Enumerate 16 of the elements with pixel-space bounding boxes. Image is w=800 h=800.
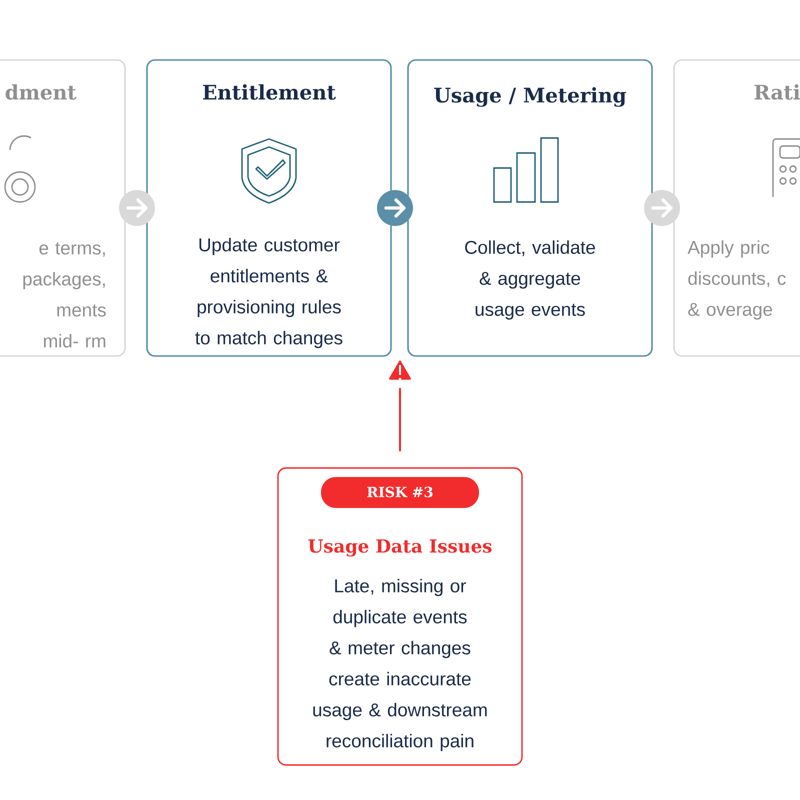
step-heading: Usage / Metering <box>434 87 626 107</box>
arrow-circle <box>644 190 680 226</box>
warning-icon <box>389 360 411 380</box>
step-description: Collect, validate & aggregate usage events <box>465 240 595 320</box>
step-heading: Rati <box>754 84 800 100</box>
step-description: Late, missing or duplicate events & meter changes create inaccurate usage & downstream reconciliation pain <box>313 578 487 752</box>
step-description: Apply pric discounts, c & overage <box>688 240 786 320</box>
arrow-circle <box>377 190 413 226</box>
risk-heading: Usage Data Issues <box>308 539 492 557</box>
arrow-circle <box>119 190 155 226</box>
risk-badge: RISK #3 <box>321 477 479 508</box>
step-description: Update customer entitlements & provisioning rules to match changes <box>195 238 342 348</box>
step-heading: Entitlement <box>203 84 336 100</box>
step-description: e terms, packages, ments mid- rm <box>23 242 106 348</box>
step-heading: dment <box>6 84 76 100</box>
connector-line <box>399 388 401 452</box>
